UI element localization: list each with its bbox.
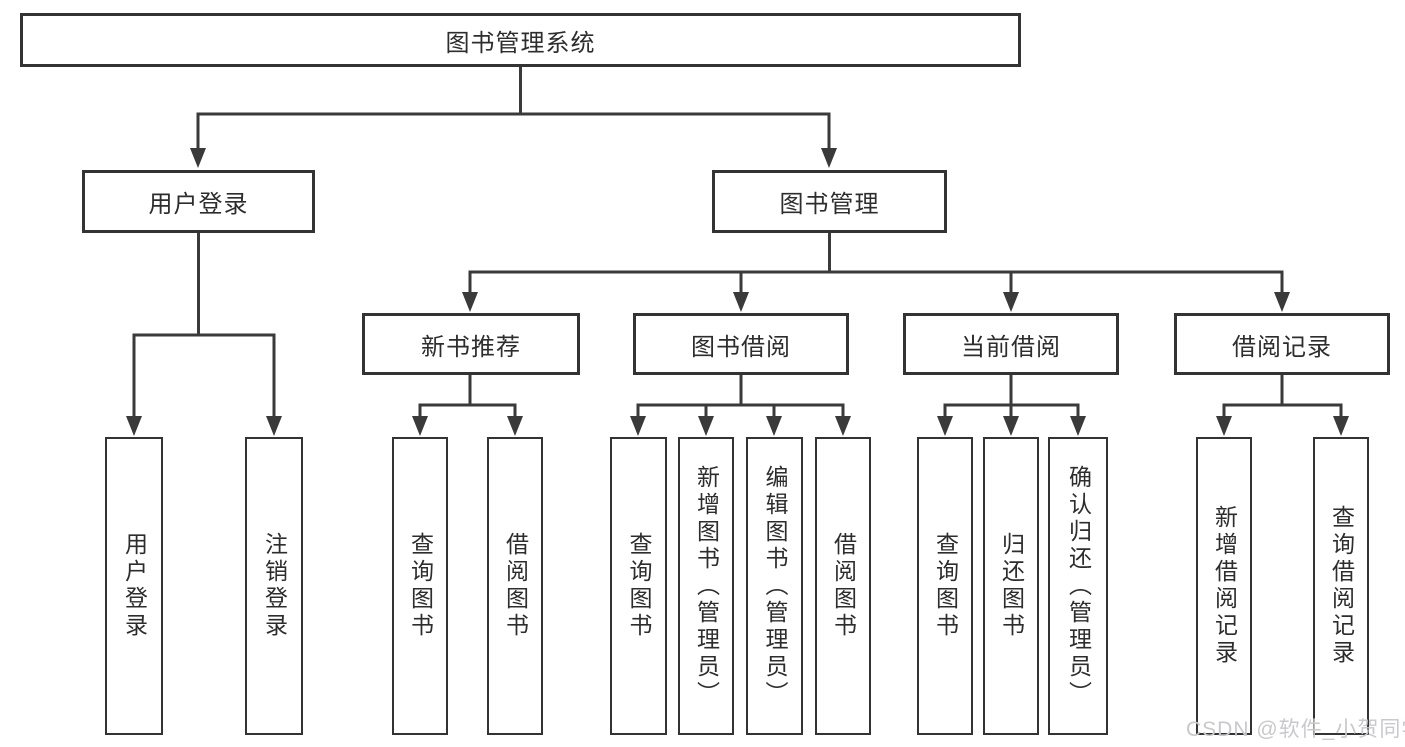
leaf-query-books-1: 查询图书	[392, 437, 448, 735]
connector-root-to-level2	[190, 67, 837, 168]
node-book-management: 图书管理	[712, 170, 947, 233]
leaf-query-borrow-record: 查询借阅记录	[1313, 437, 1369, 735]
node-user-login-label: 用户登录	[148, 191, 249, 218]
connector-book-management-to-level3	[462, 233, 1290, 312]
connector-book-borrowing-to-leaves	[630, 375, 851, 436]
node-library-system-label: 图书管理系统	[445, 29, 596, 57]
leaf-add-borrow-record-label: 新增借阅记录	[1211, 505, 1238, 667]
node-new-book-recommend: 新书推荐	[362, 313, 580, 375]
node-book-borrowing: 图书借阅	[633, 313, 849, 375]
leaf-return-books-label: 归还图书	[998, 532, 1025, 640]
leaf-borrow-books-1: 借阅图书	[487, 437, 543, 735]
node-user-login: 用户登录	[82, 170, 315, 233]
connector-current-borrowing-to-leaves	[937, 375, 1086, 436]
csdn-watermark: CSDN @软件_小贺同学	[1186, 718, 1405, 741]
leaf-borrow-books-1-label: 借阅图书	[502, 532, 529, 640]
leaf-query-borrow-record-label: 查询借阅记录	[1328, 505, 1355, 667]
leaf-return-books: 归还图书	[983, 437, 1039, 735]
leaf-add-book-admin: 新增图书（管理员）	[678, 437, 734, 735]
node-current-borrowing-label: 当前借阅	[961, 333, 1061, 361]
leaf-query-books-3: 查询图书	[917, 437, 973, 735]
leaf-add-book-admin-label: 新增图书（管理员）	[693, 464, 720, 708]
node-book-borrowing-label: 图书借阅	[691, 333, 791, 361]
connector-new-book-recommend-to-leaves	[412, 375, 523, 436]
leaf-add-borrow-record: 新增借阅记录	[1196, 437, 1252, 735]
leaf-query-books-1-label: 查询图书	[407, 532, 434, 640]
leaf-confirm-return-admin: 确认归还（管理员）	[1048, 437, 1108, 735]
node-book-management-label: 图书管理	[779, 191, 880, 218]
leaf-logout-label: 注销登录	[261, 532, 288, 640]
leaf-query-books-2-label: 查询图书	[626, 532, 652, 640]
connector-user-login-to-leaves	[126, 233, 282, 436]
leaf-borrow-books-2: 借阅图书	[815, 437, 871, 735]
leaf-edit-book-admin: 编辑图书（管理员）	[746, 437, 803, 735]
node-new-book-recommend-label: 新书推荐	[421, 333, 521, 361]
leaf-query-books-3-label: 查询图书	[932, 532, 959, 640]
node-borrow-records-label: 借阅记录	[1232, 333, 1332, 361]
connector-borrow-records-to-leaves	[1216, 375, 1349, 436]
leaf-logout: 注销登录	[245, 437, 303, 735]
leaf-query-books-2: 查询图书	[610, 437, 667, 735]
leaf-edit-book-admin-label: 编辑图书（管理员）	[762, 464, 788, 708]
leaf-confirm-return-admin-label: 确认归还（管理员）	[1065, 464, 1092, 708]
node-library-system: 图书管理系统	[20, 13, 1021, 67]
leaf-user-login: 用户登录	[105, 437, 163, 735]
node-current-borrowing: 当前借阅	[903, 313, 1119, 375]
leaf-borrow-books-2-label: 借阅图书	[830, 532, 857, 640]
node-borrow-records: 借阅记录	[1174, 313, 1390, 375]
leaf-user-login-label: 用户登录	[121, 532, 148, 640]
